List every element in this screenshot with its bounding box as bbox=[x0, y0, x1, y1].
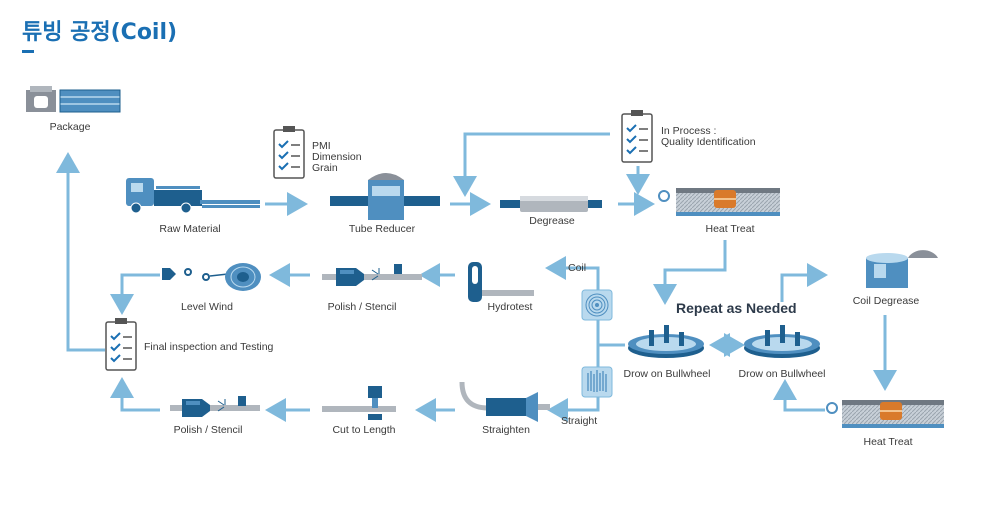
label-in-process: In Process : bbox=[661, 125, 717, 137]
polish-stencil-icon-top bbox=[322, 264, 422, 286]
clipboard-icon-inprocess bbox=[621, 110, 653, 163]
flow-arrows bbox=[56, 132, 897, 422]
label-pmi: PMI bbox=[312, 140, 331, 152]
clipboard-icon-final bbox=[105, 318, 137, 371]
arrow-final-to-package bbox=[56, 152, 105, 352]
label-heat-treat-bottom: Heat Treat bbox=[863, 436, 913, 448]
label-drow-bullwheel-2: Drow on Bullwheel bbox=[738, 368, 826, 380]
label-grain: Grain bbox=[312, 162, 338, 174]
package-icon bbox=[26, 86, 121, 113]
label-dimension: Dimension bbox=[312, 151, 362, 163]
label-hydrotest: Hydrotest bbox=[487, 301, 533, 313]
label-drow-bullwheel-1: Drow on Bullwheel bbox=[623, 368, 711, 380]
title-underline bbox=[22, 50, 34, 53]
arrow-polish-to-final bbox=[110, 377, 160, 412]
label-straighten: Straighten bbox=[482, 424, 530, 436]
label-cut-to-length: Cut to Length bbox=[332, 424, 396, 436]
arrow-levelwind-to-final bbox=[110, 273, 160, 315]
heat-treat-furnace-icon-bottom bbox=[826, 400, 944, 428]
label-package: Package bbox=[49, 121, 91, 133]
straight-tubes-icon bbox=[581, 366, 613, 398]
straighten-icon bbox=[459, 381, 550, 422]
tube-reducer-icon bbox=[330, 173, 440, 220]
heat-treat-furnace-icon-top bbox=[658, 188, 780, 216]
bullwheel-icon-1 bbox=[628, 325, 704, 358]
level-wind-icon bbox=[162, 263, 261, 291]
label-quality-identification: Quality Identification bbox=[661, 136, 756, 148]
label-polish-stencil-bottom: Polish / Stencil bbox=[173, 424, 243, 436]
page-title: 튜빙 공정(Coil) bbox=[22, 20, 178, 45]
label-repeat-as-needed: Repeat as Needed bbox=[676, 300, 797, 316]
arrow-inprocess-to-reducer bbox=[453, 132, 610, 197]
arrow-heattreat-to-bullwheel bbox=[653, 240, 727, 305]
truck-icon bbox=[126, 178, 260, 214]
label-heat-treat-top: Heat Treat bbox=[705, 223, 755, 235]
arrow-to-coil-hydrotest bbox=[545, 256, 600, 285]
bullwheel-icon-2 bbox=[744, 325, 820, 358]
label-polish-stencil-top: Polish / Stencil bbox=[327, 301, 397, 313]
degrease-icon bbox=[500, 196, 602, 212]
coil-degrease-icon bbox=[866, 250, 938, 288]
arrow-bull2-to-coildegrease bbox=[780, 263, 828, 302]
label-tube-reducer: Tube Reducer bbox=[348, 223, 416, 235]
label-level-wind: Level Wind bbox=[181, 301, 233, 313]
polish-stencil-icon-bottom bbox=[170, 396, 260, 417]
arrow-to-straighten bbox=[547, 398, 600, 422]
clipboard-icon-pmi bbox=[273, 126, 305, 179]
label-raw-material: Raw Material bbox=[159, 223, 221, 235]
hydrotest-icon bbox=[468, 262, 534, 302]
label-degrease: Degrease bbox=[529, 215, 575, 227]
arrow-heattreat-to-bull2 bbox=[773, 379, 825, 412]
label-straight: Straight bbox=[561, 415, 598, 427]
cut-to-length-icon bbox=[322, 386, 396, 420]
label-coil-degrease: Coil Degrease bbox=[852, 295, 920, 307]
coil-spiral-icon bbox=[581, 289, 613, 321]
label-final-inspection: Final inspection and Testing bbox=[144, 341, 274, 353]
label-coil: Coil bbox=[568, 262, 587, 274]
